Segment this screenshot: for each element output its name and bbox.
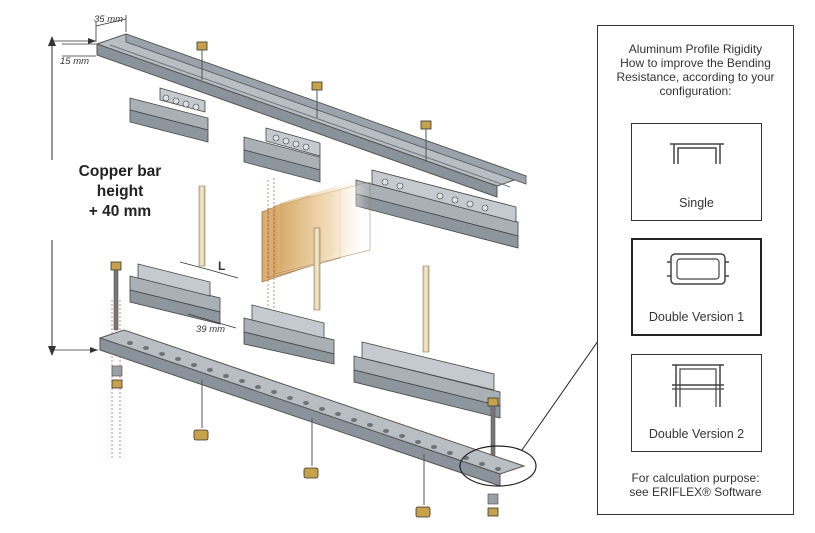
lower-support-left: L 39 mm	[129, 259, 239, 335]
length-label: L	[218, 259, 225, 273]
spacing-label: 39 mm	[196, 324, 225, 335]
bottom-aluminum-profile	[98, 329, 526, 487]
option-double-v1: Double Version 1	[631, 238, 762, 336]
panel-title: Aluminum Profile Rigidity How to improve…	[616, 42, 775, 98]
copper-bars	[261, 178, 371, 320]
depth-dimension-label: 15 mm	[60, 56, 89, 67]
option-single-label: Single	[679, 196, 714, 210]
width-dimension-label: 35 mm	[94, 14, 123, 25]
single-profile-icon	[670, 143, 724, 164]
panel-footer: For calculation purpose: see ERIFLEX® So…	[629, 471, 762, 499]
option-double-v2: Double Version 2	[631, 354, 762, 452]
copper-bar-height-label: Copper bar height + 40 mm	[78, 163, 162, 220]
threaded-rods	[198, 185, 430, 353]
profile-dimensions: 35 mm 15 mm	[60, 14, 127, 67]
double-v2-profile-icon	[672, 364, 724, 407]
bottom-nuts	[111, 365, 499, 518]
lower-support-middle	[243, 304, 335, 365]
top-nuts	[196, 41, 432, 162]
profile-rigidity-panel: Aluminum Profile Rigidity How to improve…	[597, 25, 794, 515]
upper-support-left	[129, 87, 209, 143]
option-double-v2-label: Double Version 2	[648, 427, 745, 441]
option-single: Single	[631, 123, 762, 221]
upper-support-middle	[243, 127, 321, 183]
double-v1-profile-icon	[667, 253, 729, 285]
option-double-v1-label: Double Version 1	[648, 310, 745, 324]
height-arrow	[48, 36, 98, 356]
lower-support-right	[353, 341, 501, 419]
upper-support-right	[355, 169, 519, 249]
